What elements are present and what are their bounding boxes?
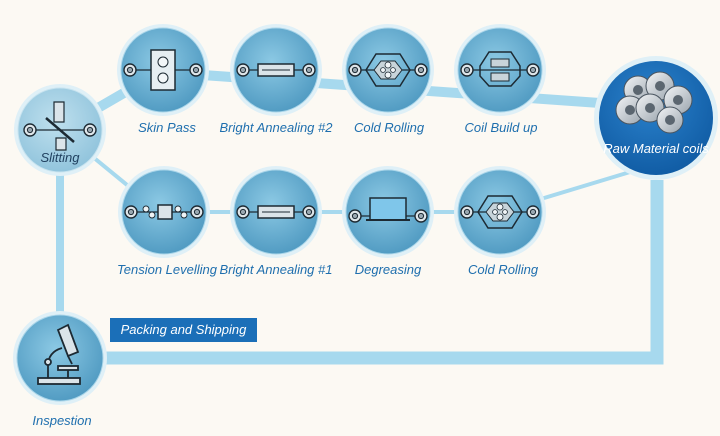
label-tension-levelling: Tension Levelling [117, 262, 217, 277]
rolling-mill-icon [460, 195, 540, 229]
label-bright-annealing-2: Bright Annealing #2 [219, 120, 333, 135]
node-degreasing [342, 166, 434, 258]
slitting-blade-icon [23, 101, 97, 151]
label-coil-build-up: Coil Build up [464, 120, 538, 135]
node-raw-material [594, 56, 718, 180]
microscope-icon [37, 323, 81, 385]
label-skin-pass: Skin Pass [138, 120, 196, 135]
node-inspection [13, 311, 107, 405]
label-bright-annealing-1: Bright Annealing #1 [219, 262, 333, 277]
skin-pass-icon [123, 49, 203, 91]
annealing-furnace-icon [236, 205, 316, 219]
node-bright-annealing-2 [230, 24, 322, 116]
label-degreasing: Degreasing [354, 262, 422, 277]
annealing-furnace-icon [236, 63, 316, 77]
packing-shipping-label: Packing and Shipping [110, 318, 257, 342]
node-slitting [14, 84, 106, 176]
node-coil-build-up [454, 24, 546, 116]
rolling-mill-icon [348, 53, 428, 87]
node-skin-pass [117, 24, 209, 116]
node-cold-rolling-bottom [454, 166, 546, 258]
degreasing-tank-icon [348, 197, 428, 223]
label-slitting: Slitting [40, 150, 80, 165]
label-raw-material: Raw Material coils [603, 141, 709, 156]
steel-coils-icon [615, 71, 693, 134]
label-cold-rolling-bottom: Cold Rolling [467, 262, 539, 277]
label-cold-rolling-top: Cold Rolling [353, 120, 425, 135]
node-bright-annealing-1 [230, 166, 322, 258]
label-inspection: Inspestion [32, 413, 92, 428]
node-tension-levelling [118, 166, 210, 258]
tension-leveller-icon [124, 204, 204, 220]
coil-build-icon [460, 51, 540, 87]
node-cold-rolling-top [342, 24, 434, 116]
